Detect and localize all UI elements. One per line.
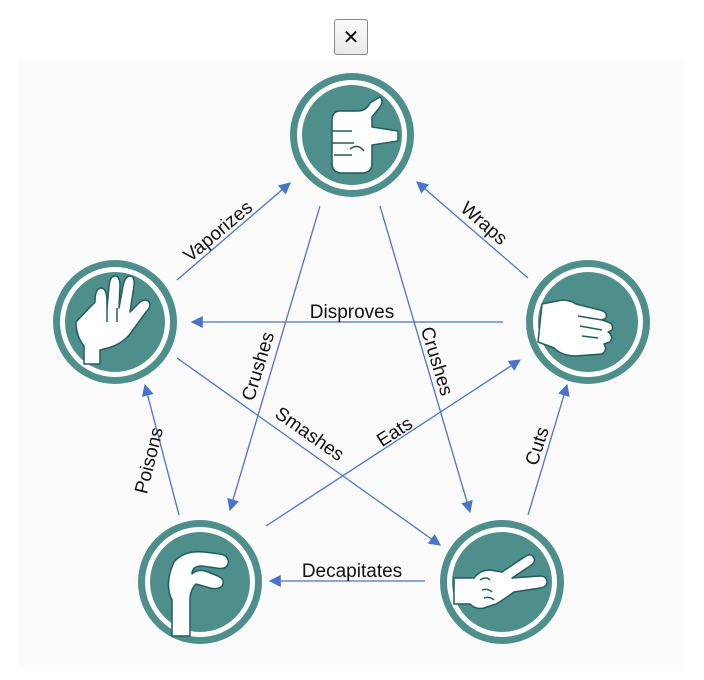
edge-smashes — [176, 357, 441, 546]
edge-vaporizes — [176, 182, 291, 281]
label-vaporizes: Vaporizes — [180, 197, 257, 266]
fist-icon — [331, 96, 399, 174]
label-disproves: Disproves — [310, 302, 394, 323]
vulcan-salute-icon — [75, 275, 151, 365]
label-poisons: Poisons — [131, 425, 168, 496]
edge-poisons — [141, 383, 180, 516]
edge-crushes-right — [379, 205, 473, 514]
lizard-hand-icon — [167, 550, 230, 637]
scissors-hand-icon — [453, 554, 548, 610]
label-crushes-right: Crushes — [416, 324, 457, 398]
node-spock — [53, 260, 177, 384]
close-button[interactable]: ✕ — [334, 19, 368, 55]
label-smashes: Smashes — [271, 403, 348, 466]
node-paper — [526, 260, 650, 384]
node-scissors — [440, 520, 564, 644]
flat-hand-icon — [537, 299, 614, 357]
edge-eats — [265, 359, 522, 527]
label-wraps: Wraps — [456, 198, 511, 250]
label-decapitates: Decapitates — [302, 561, 402, 582]
edge-cuts — [527, 383, 570, 516]
node-rock — [290, 73, 414, 197]
edge-wraps — [416, 181, 529, 279]
node-lizard — [138, 520, 262, 644]
edge-crushes-left — [227, 205, 321, 512]
label-eats: Eats — [373, 413, 416, 451]
